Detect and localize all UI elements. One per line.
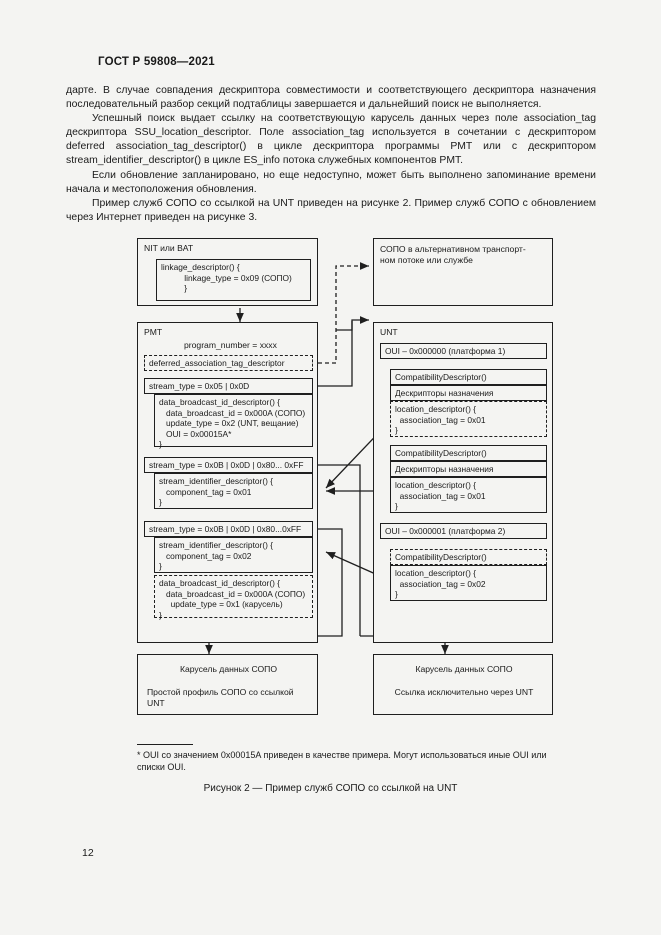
figure-2-diagram: NIT или BAT linkage_descriptor() { linka… (0, 230, 661, 740)
unt-compat-descriptor-2: CompatibilityDescriptor() (390, 445, 547, 461)
stream-type-2: stream_type = 0x0B | 0x0D | 0x80... 0xFF (144, 457, 313, 473)
unt-location-descriptor-1: location_descriptor() { association_tag … (390, 401, 547, 437)
unt-target-descriptors-1: Дескрипторы назначения (390, 385, 547, 401)
data-broadcast-id-descriptor-2: data_broadcast_id_descriptor() { data_br… (154, 575, 313, 620)
unt-oui-1: OUI – 0x000000 (платформа 1) (380, 343, 547, 359)
unt-box: UNT OUI – 0x000000 (платформа 1) Compati… (373, 322, 553, 643)
pmt-title: PMT (144, 327, 163, 337)
unt-title: UNT (380, 327, 398, 337)
nit-bat-box: NIT или BAT linkage_descriptor() { linka… (137, 238, 318, 306)
page-header: ГОСТ Р 59808—2021 (98, 56, 215, 68)
carousel-left-title: Карусель данных СОПО (179, 664, 278, 674)
unt-location-descriptor-2: location_descriptor() { association_tag … (390, 477, 547, 513)
deferred-association-tag-descriptor: deferred_association_tag_descriptor (144, 355, 313, 371)
carousel-right-title: Карусель данных СОПО (415, 664, 513, 674)
unt-location-descriptor-3: location_descriptor() { association_tag … (390, 565, 547, 601)
nit-bat-title: NIT или BAT (144, 243, 194, 253)
sopo-alt-stream-box: СОПО в альтернативном транспорт- ном пот… (373, 238, 553, 306)
sopo-alt-stream-text: СОПО в альтернативном транспорт- ном пот… (380, 244, 526, 265)
unt-compat-descriptor-3: CompatibilityDescriptor() (390, 549, 547, 565)
footnote-rule (137, 744, 193, 745)
paragraph-3: Если обновление запланировано, но еще не… (66, 169, 596, 195)
paragraph-1: дарте. В случае совпадения дескриптора с… (66, 85, 596, 111)
pmt-box: PMT program_number = xxxx deferred_assoc… (137, 322, 318, 643)
data-broadcast-id-descriptor-1: data_broadcast_id_descriptor() { data_br… (154, 394, 313, 449)
unt-compat-descriptor-1: CompatibilityDescriptor() (390, 369, 547, 385)
unt-oui-2: OUI – 0x000001 (платформа 2) (380, 523, 547, 539)
stream-type-1: stream_type = 0x05 | 0x0D (144, 378, 313, 394)
carousel-right-box: Карусель данных СОПО Ссылка исключительн… (373, 654, 553, 715)
body-text: дарте. В случае совпадения дескриптора с… (66, 84, 596, 225)
carousel-right-text: Ссылка исключительно через UNT (394, 687, 534, 697)
pmt-program-number: program_number = xxxx (184, 340, 277, 350)
diagram-connectors (205, 262, 449, 654)
footnote-text: * OUI со значением 0x00015A приведен в к… (137, 750, 547, 772)
page-number: 12 (82, 847, 94, 859)
carousel-left-text: Простой профиль СОПО со ссылкой UNT (147, 687, 294, 708)
stream-type-3: stream_type = 0x0B | 0x0D | 0x80...0xFF (144, 521, 313, 537)
paragraph-4: Пример служб СОПО со ссылкой на UNT прив… (66, 197, 596, 223)
carousel-left-box: Карусель данных СОПО Простой профиль СОП… (137, 654, 318, 715)
stream-identifier-descriptor-2: stream_identifier_descriptor() { compone… (154, 537, 313, 573)
unt-target-descriptors-2: Дескрипторы назначения (390, 461, 547, 477)
stream-identifier-descriptor-1: stream_identifier_descriptor() { compone… (154, 473, 313, 509)
linkage-descriptor-box: linkage_descriptor() { linkage_type = 0x… (156, 259, 311, 301)
paragraph-2: Успешный поиск выдает ссылку на соответс… (66, 113, 596, 167)
figure-caption: Рисунок 2 — Пример служб СОПО со ссылкой… (203, 783, 458, 794)
